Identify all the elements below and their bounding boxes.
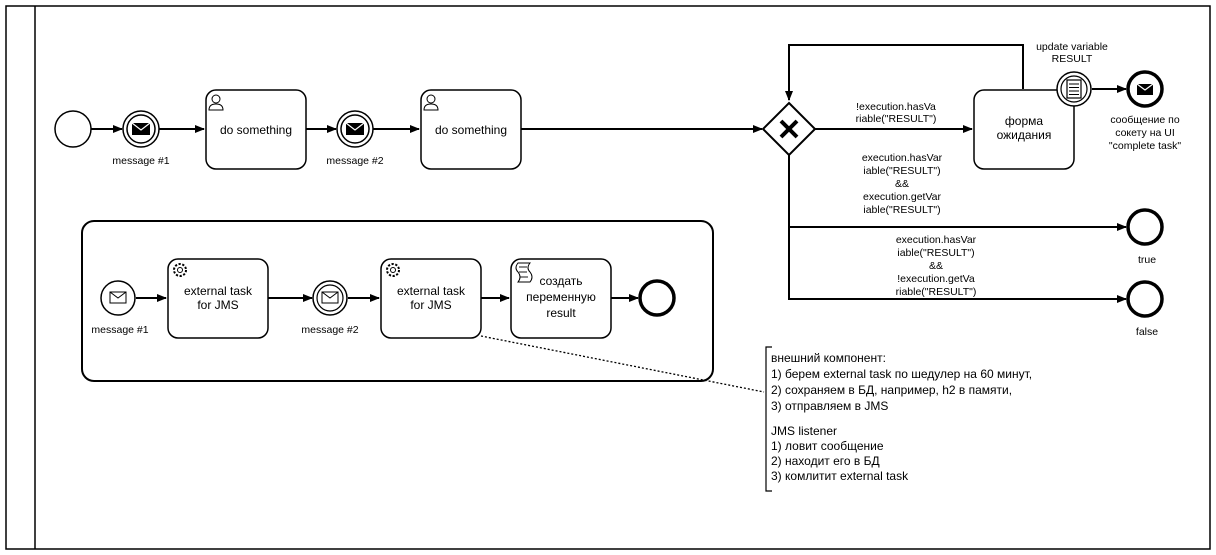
message-event-1-label: message #1 <box>112 155 169 167</box>
svg-text:сокету на UI: сокету на UI <box>1115 127 1175 139</box>
message-event-1 <box>122 110 160 148</box>
svg-text:for JMS: for JMS <box>410 298 451 312</box>
message-event-2 <box>336 110 374 148</box>
task-do-something-2-label: do something <box>435 123 507 137</box>
end-event-true-label: true <box>1138 254 1156 266</box>
task-external-jms-2: external task for JMS <box>380 258 482 339</box>
subprocess-message-event-2 <box>312 280 348 316</box>
svg-text:!execution.hasVa: !execution.hasVa <box>856 101 936 113</box>
svg-text:&&: && <box>895 178 909 190</box>
svg-text:external task: external task <box>184 284 253 298</box>
sequence-flows <box>91 44 1127 303</box>
svg-text:iable("RESULT"): iable("RESULT") <box>863 204 940 216</box>
svg-text:for JMS: for JMS <box>197 298 238 312</box>
svg-text:riable("RESULT"): riable("RESULT") <box>896 286 977 298</box>
svg-text:создать: создать <box>539 274 582 288</box>
task-do-something-1-label: do something <box>220 123 292 137</box>
svg-text:переменную: переменную <box>526 290 596 304</box>
svg-text:execution.hasVar: execution.hasVar <box>896 234 977 246</box>
user-task-icon <box>208 94 224 111</box>
script-icon <box>515 262 533 283</box>
end-message-event <box>1126 70 1164 108</box>
update-variable-label: update variable RESULT <box>1036 41 1108 65</box>
svg-text:2) сохраняем в БД, например, h: 2) сохраняем в БД, например, h2 в памяти… <box>771 383 1012 397</box>
end-event-false-label: false <box>1136 326 1158 338</box>
svg-text:3) отправляем в JMS: 3) отправляем в JMS <box>771 399 888 413</box>
condition-label-3: execution.hasVar iable("RESULT") && !exe… <box>896 234 977 298</box>
svg-text:внешний компонент:: внешний компонент: <box>771 351 886 365</box>
svg-text:3) комлитит external task: 3) комлитит external task <box>771 469 909 483</box>
svg-text:&&: && <box>929 260 943 272</box>
subprocess-end-event <box>638 279 676 317</box>
svg-text:execution.getVar: execution.getVar <box>863 191 942 203</box>
svg-text:сообщение по: сообщение по <box>1110 114 1180 126</box>
gear-icon <box>173 263 187 277</box>
conditional-boundary-event <box>1056 71 1092 107</box>
subprocess-start-message-event <box>100 280 136 316</box>
svg-text:!execution.getVa: !execution.getVa <box>897 273 975 285</box>
svg-text:RESULT: RESULT <box>1052 53 1093 65</box>
svg-text:1) берем external task по шеду: 1) берем external task по шедулер на 60 … <box>771 367 1032 381</box>
svg-text:форма: форма <box>1005 114 1043 128</box>
start-event <box>54 110 92 148</box>
subprocess-message-1-label: message #1 <box>91 324 148 336</box>
task-do-something-1: do something <box>205 89 307 170</box>
svg-text:riable("RESULT"): riable("RESULT") <box>856 113 937 125</box>
svg-text:"complete task": "complete task" <box>1109 140 1182 152</box>
svg-text:iable("RESULT"): iable("RESULT") <box>863 165 940 177</box>
user-task-icon <box>423 94 439 111</box>
svg-text:execution.hasVar: execution.hasVar <box>862 152 943 164</box>
annotation-text: внешний компонент: 1) берем external tas… <box>771 351 1032 483</box>
svg-text:ожидания: ожидания <box>997 128 1052 142</box>
end-message-label: сообщение по сокету на UI "complete task… <box>1109 114 1182 152</box>
svg-text:external task: external task <box>397 284 466 298</box>
task-do-something-2: do something <box>420 89 522 170</box>
svg-text:result: result <box>546 306 576 320</box>
gear-icon <box>386 263 400 277</box>
svg-text:JMS listener: JMS listener <box>771 424 837 438</box>
exclusive-gateway <box>761 101 817 157</box>
task-create-variable: создать переменную result <box>510 258 612 339</box>
task-external-jms-1: external task for JMS <box>167 258 269 339</box>
message-event-2-label: message #2 <box>326 155 383 167</box>
annotation-bracket <box>765 346 772 492</box>
end-event-false <box>1126 280 1164 318</box>
subprocess-message-2-label: message #2 <box>301 324 358 336</box>
task-wait-form: форма ожидания <box>973 89 1075 170</box>
condition-label-1: !execution.hasVa riable("RESULT") <box>856 101 937 125</box>
end-event-true <box>1126 208 1164 246</box>
svg-text:2) находит его в БД: 2) находит его в БД <box>771 454 880 468</box>
svg-text:iable("RESULT"): iable("RESULT") <box>897 247 974 259</box>
association-line <box>480 335 765 393</box>
svg-text:1) ловит сообщение: 1) ловит сообщение <box>771 439 884 453</box>
svg-text:update variable: update variable <box>1036 41 1108 53</box>
condition-label-2: execution.hasVar iable("RESULT") && exec… <box>862 152 943 216</box>
